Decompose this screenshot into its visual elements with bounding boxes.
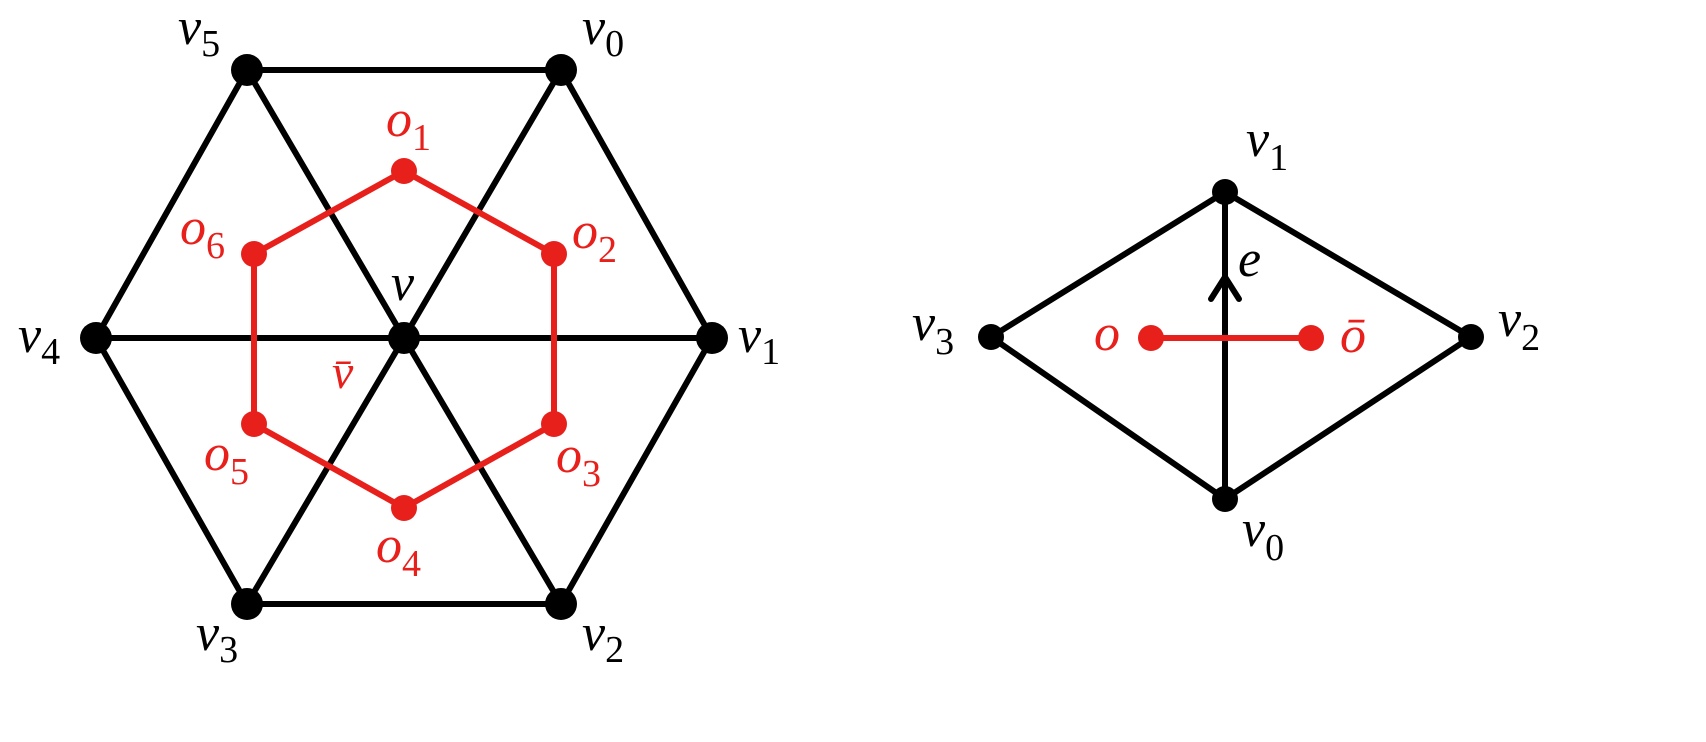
- label-dual-o-bar: ō: [1340, 307, 1366, 364]
- label-o3: o3: [556, 427, 601, 495]
- right-diamond-diagram: v1 v3 v2 v0 e o ō: [912, 111, 1540, 569]
- dual-vertex-o5: [241, 411, 267, 437]
- dual-vertex-o4: [391, 495, 417, 521]
- label-o1: o1: [386, 91, 431, 159]
- vertex-v5: [231, 54, 263, 86]
- vertex-v1: [696, 322, 728, 354]
- label-r-v1: v1: [1246, 111, 1288, 179]
- label-v2: v2: [582, 605, 624, 671]
- edge-v0-v3: [988, 334, 1228, 502]
- vertex-r-v1: [1212, 179, 1238, 205]
- vertex-v4: [80, 322, 112, 354]
- vertex-v-center: [388, 322, 420, 354]
- vertex-r-v3: [978, 324, 1004, 350]
- dual-vertex-o2: [541, 241, 567, 267]
- label-r-v0: v0: [1242, 501, 1284, 569]
- spoke-v-v5: [244, 67, 407, 341]
- edge-v0-v1: [558, 67, 715, 341]
- label-r-v2: v2: [1498, 291, 1540, 359]
- dual-vertex-o-bar: [1298, 325, 1324, 351]
- label-o5: o5: [204, 425, 249, 493]
- edge-v1-v2: [1222, 189, 1474, 340]
- vertex-v2: [545, 588, 577, 620]
- label-v3: v3: [196, 605, 238, 671]
- dual-vertex-o3: [541, 411, 567, 437]
- label-r-v3: v3: [912, 295, 954, 363]
- edge-v3-v4: [93, 335, 250, 607]
- edge-v4-v5: [93, 67, 250, 341]
- vertex-r-v2: [1458, 324, 1484, 350]
- dual-vertex-o1: [391, 158, 417, 184]
- spoke-v-v0: [401, 67, 564, 341]
- edge-v2-v0: [1222, 334, 1474, 502]
- vertex-v3: [231, 588, 263, 620]
- label-v-center: v: [391, 255, 415, 312]
- label-v5: v5: [178, 0, 220, 65]
- left-hexagon-diagram: v5 v0 v4 v1 v3 v2 v v̄ o1 o2 o3 o4 o5 o6: [18, 0, 780, 671]
- label-v-bar: v̄: [332, 346, 354, 399]
- edge-v1-v2: [558, 335, 715, 607]
- edge-e-arrowhead: [1208, 271, 1242, 302]
- vertex-r-v0: [1212, 486, 1238, 512]
- spoke-v-v2: [401, 335, 564, 607]
- label-v4: v4: [18, 307, 60, 373]
- label-o6: o6: [180, 199, 225, 267]
- label-edge-e: e: [1238, 231, 1261, 288]
- dual-vertex-o6: [241, 241, 267, 267]
- label-v1: v1: [738, 307, 780, 373]
- label-v0: v0: [582, 0, 624, 65]
- edge-v3-v1: [988, 189, 1228, 340]
- label-o2: o2: [572, 203, 617, 271]
- label-dual-o: o: [1094, 305, 1120, 362]
- dual-vertex-o: [1138, 325, 1164, 351]
- spoke-v-v3: [244, 335, 407, 607]
- vertex-v0: [545, 54, 577, 86]
- label-o4: o4: [376, 517, 421, 585]
